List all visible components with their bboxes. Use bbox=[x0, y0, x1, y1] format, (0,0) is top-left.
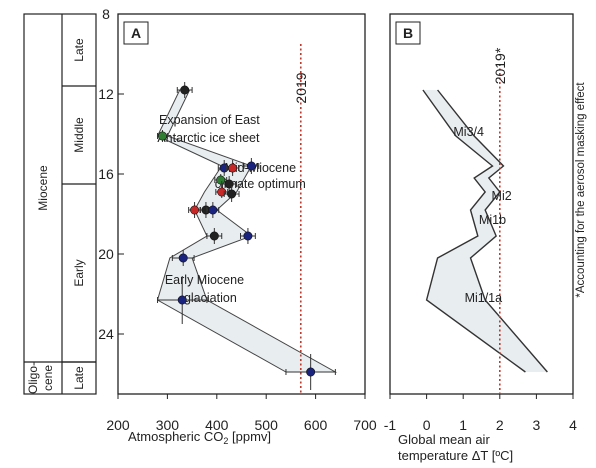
temperature-upper-line bbox=[437, 89, 548, 373]
subdivision-label: Late bbox=[72, 366, 86, 390]
annotation-text: Expansion of East bbox=[159, 113, 260, 127]
y-tick-label: 20 bbox=[98, 246, 114, 262]
data-point bbox=[243, 231, 253, 241]
data-point bbox=[216, 175, 226, 185]
x-axis-label-line2: temperature ΔT [ºC] bbox=[398, 448, 513, 463]
panel-b-letter: B bbox=[403, 25, 413, 41]
x-tick-label: 3 bbox=[533, 417, 541, 433]
data-point bbox=[227, 189, 237, 199]
x-tick-label: 600 bbox=[304, 417, 328, 433]
aerosol-note: *Accounting for the aerosol masking effe… bbox=[575, 82, 587, 298]
epoch-label-cont: cene bbox=[41, 365, 55, 391]
data-point bbox=[228, 163, 238, 173]
x-tick-label: 700 bbox=[353, 417, 377, 433]
data-point bbox=[178, 253, 188, 263]
x-axis-label-sub: 2 bbox=[223, 436, 228, 446]
data-point bbox=[190, 205, 200, 215]
subdivision-label: Early bbox=[72, 259, 86, 286]
temperature-range-band bbox=[422, 90, 548, 372]
annotation-text: Antarctic ice sheet bbox=[157, 131, 260, 145]
event-label: Mi3/4 bbox=[453, 125, 484, 139]
data-point bbox=[209, 231, 219, 241]
data-point bbox=[208, 205, 218, 215]
x-tick-label: 2 bbox=[496, 417, 504, 433]
data-point bbox=[306, 367, 316, 377]
annotation-text: glaciation bbox=[184, 291, 237, 305]
subdivision-label: Middle bbox=[72, 117, 86, 153]
y-tick-label: 24 bbox=[98, 326, 114, 342]
reference-line-label: 2019* bbox=[492, 47, 508, 84]
temperature-lower-line bbox=[422, 89, 526, 373]
x-tick-label: 400 bbox=[205, 417, 229, 433]
y-tick-label: 8 bbox=[102, 6, 110, 22]
x-axis-label-main: Atmospheric CO bbox=[128, 429, 223, 444]
x-tick-label: 0 bbox=[423, 417, 431, 433]
panel-b-letter-box bbox=[395, 21, 421, 45]
event-label: Mi2 bbox=[492, 189, 512, 203]
epoch-label: Miocene bbox=[36, 165, 50, 211]
x-tick-label: -1 bbox=[384, 417, 397, 433]
x-axis-label-unit: [ppmv] bbox=[228, 429, 271, 444]
timescale-frame bbox=[23, 13, 97, 395]
y-tick-label: 12 bbox=[98, 86, 114, 102]
annotation-text: Early Miocene bbox=[165, 273, 244, 287]
x-axis-label: Atmospheric CO2 [ppmv] bbox=[128, 429, 271, 446]
event-label: Mi1/1a bbox=[465, 291, 503, 305]
x-tick-label: 200 bbox=[106, 417, 130, 433]
data-point bbox=[246, 161, 256, 171]
panel-b-frame bbox=[389, 13, 574, 395]
x-tick-label: 1 bbox=[459, 417, 467, 433]
x-tick-label: 500 bbox=[255, 417, 279, 433]
x-tick-label: 300 bbox=[156, 417, 180, 433]
reference-line-label: 2019 bbox=[293, 72, 309, 103]
panel-a-letter-box bbox=[123, 21, 149, 45]
epoch-label: Oligo- bbox=[26, 362, 40, 394]
panel-a-letter: A bbox=[131, 25, 141, 41]
annotation-text: climate optimum bbox=[215, 177, 306, 191]
data-point bbox=[177, 295, 187, 305]
subdivision-label: Late bbox=[72, 38, 86, 62]
x-axis-label-line1: Global mean air bbox=[398, 432, 490, 447]
y-tick-label: 16 bbox=[98, 166, 114, 182]
annotation-text: Mid-Miocene bbox=[224, 161, 296, 175]
x-tick-label: 4 bbox=[569, 417, 577, 433]
data-point bbox=[180, 85, 190, 95]
event-label: Mi1b bbox=[479, 213, 506, 227]
panel-a-frame bbox=[117, 13, 366, 395]
data-point bbox=[157, 131, 167, 141]
